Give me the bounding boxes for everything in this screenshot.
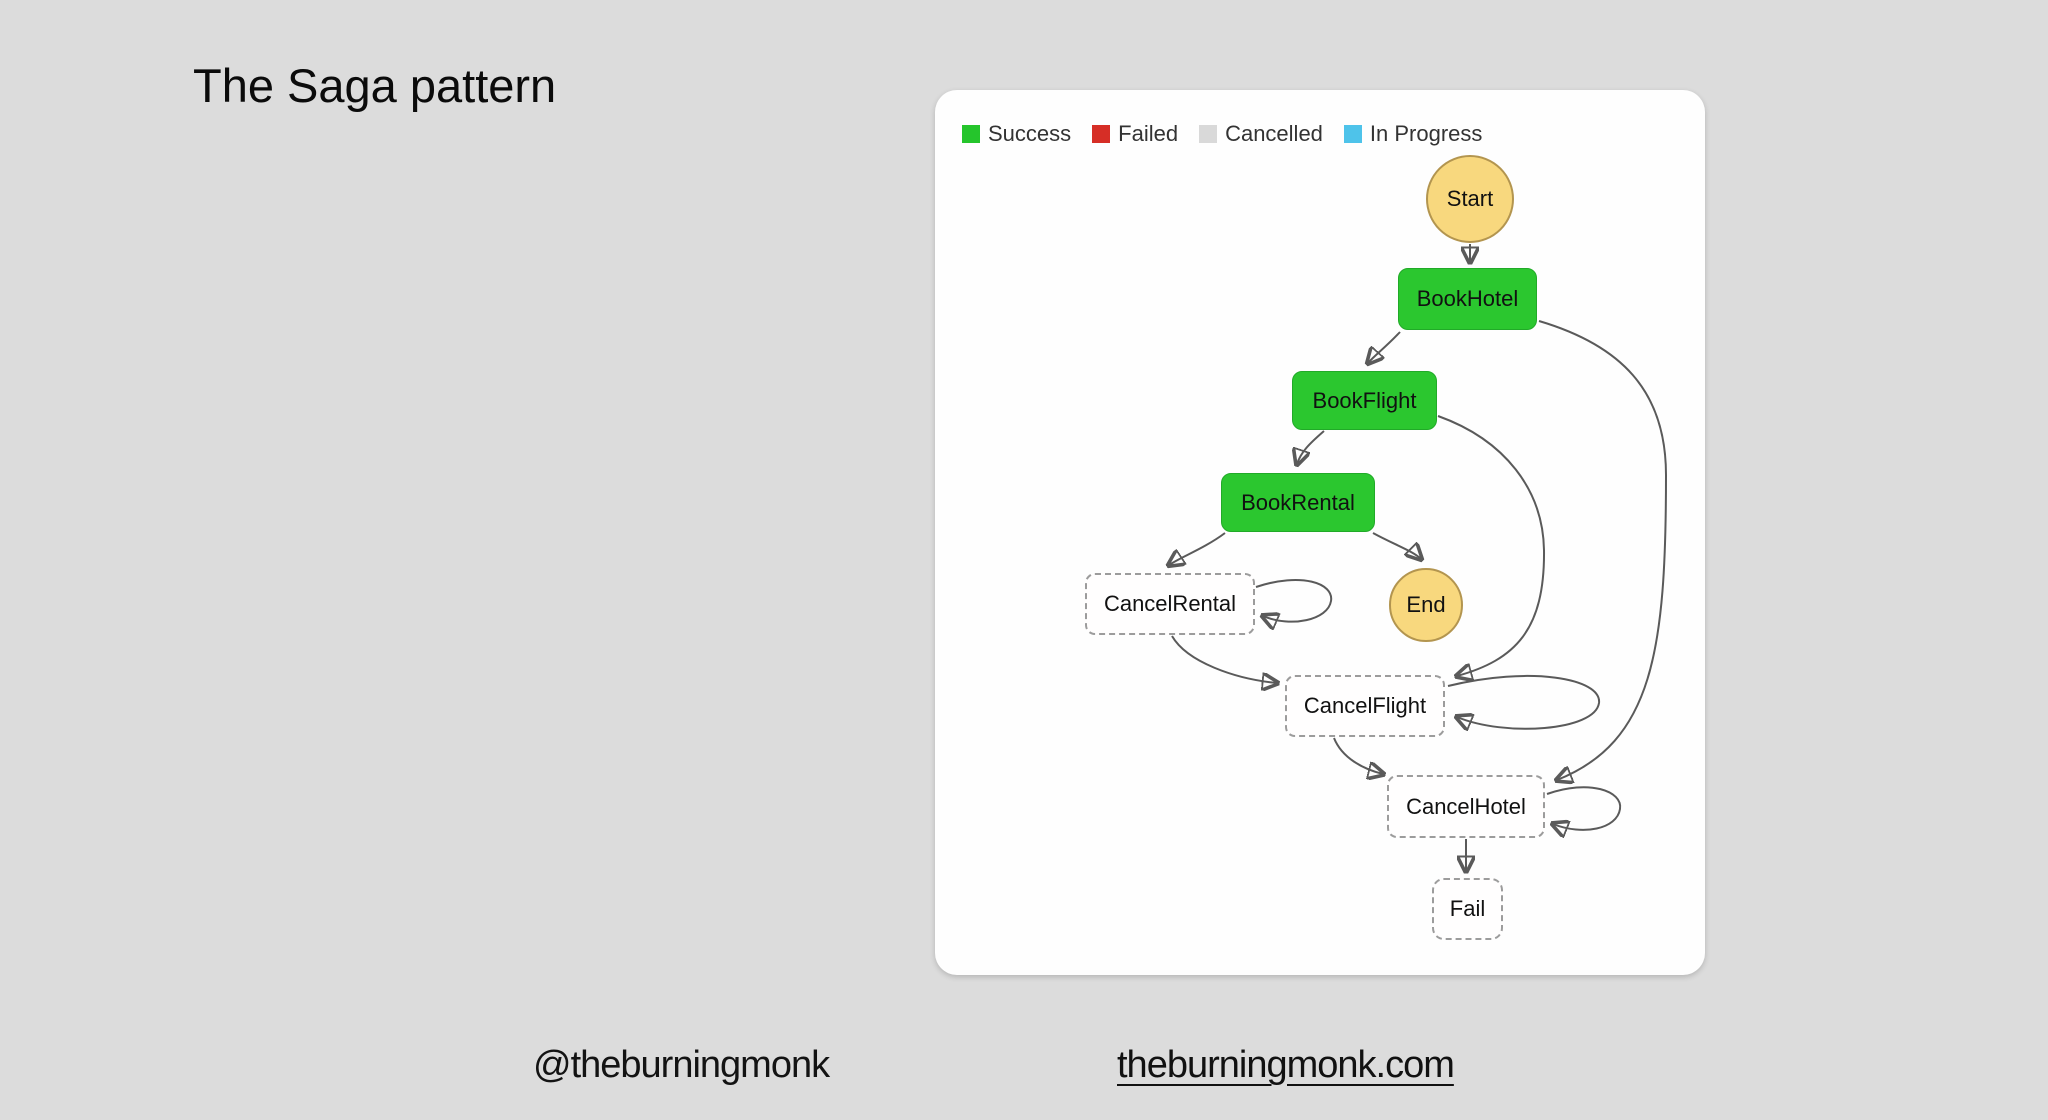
state-machine-edges [935,244,1668,975]
twitter-handle: @theburningmonk [533,1044,830,1086]
edge-cancelrental-to-cancelflight [1171,635,1277,683]
node-label: BookRental [1241,489,1355,515]
failed-swatch-icon [1092,125,1111,143]
node-fail: Fail [1432,878,1503,940]
edge-bookhotel-to-cancelhotel [1538,320,1668,780]
node-label: CancelRental [1103,591,1237,616]
node-label: End [1406,592,1446,617]
node-bookhotel: BookHotel [1398,268,1537,330]
edge-bookrental-to-end [1372,532,1421,559]
node-bookflight: BookFlight [1292,371,1437,430]
status-legend: Success Failed Cancelled In Progress [962,121,1482,147]
legend-item-in-progress: In Progress [1343,121,1483,147]
legend-label: Cancelled [1225,121,1323,146]
legend-item-cancelled: Cancelled [1199,121,1323,147]
selfloop-cancelflight [1447,674,1601,729]
selfloop-cancelhotel [1546,786,1622,830]
legend-item-success: Success [962,121,1071,147]
node-label: BookFlight [1312,387,1417,413]
node-label: Fail [1449,896,1486,921]
node-start: Start [1426,155,1514,243]
cancelled-swatch-icon [1199,125,1218,143]
node-label: CancelFlight [1303,693,1427,718]
node-end: End [1389,568,1463,642]
node-cancelhotel: CancelHotel [1387,775,1545,838]
node-bookrental: BookRental [1221,473,1375,532]
success-swatch-icon [962,125,980,143]
edge-bookhotel-to-bookflight [1368,331,1401,363]
state-machine-card: Success Failed Cancelled In Progress [935,90,1705,975]
edge-cancelflight-to-cancelhotel [1333,737,1383,774]
edge-bookflight-to-bookrental [1297,430,1325,464]
legend-label: Success [988,121,1072,146]
legend-label: In Progress [1369,121,1483,146]
selfloop-cancelrental [1255,579,1333,622]
page-title: The Saga pattern [193,59,557,112]
node-cancelflight: CancelFlight [1285,675,1445,737]
node-label: CancelHotel [1406,793,1526,819]
node-label: Start [1446,186,1494,211]
edge-bookrental-to-cancelrental [1169,532,1226,565]
node-label: BookHotel [1416,286,1519,311]
in-progress-swatch-icon [1343,125,1362,143]
legend-label: Failed [1118,121,1179,146]
website-link[interactable]: theburningmonk.com [1117,1044,1455,1086]
node-cancelrental: CancelRental [1085,573,1255,635]
legend-item-failed: Failed [1092,121,1178,147]
edge-bookflight-to-cancelflight [1437,415,1546,676]
